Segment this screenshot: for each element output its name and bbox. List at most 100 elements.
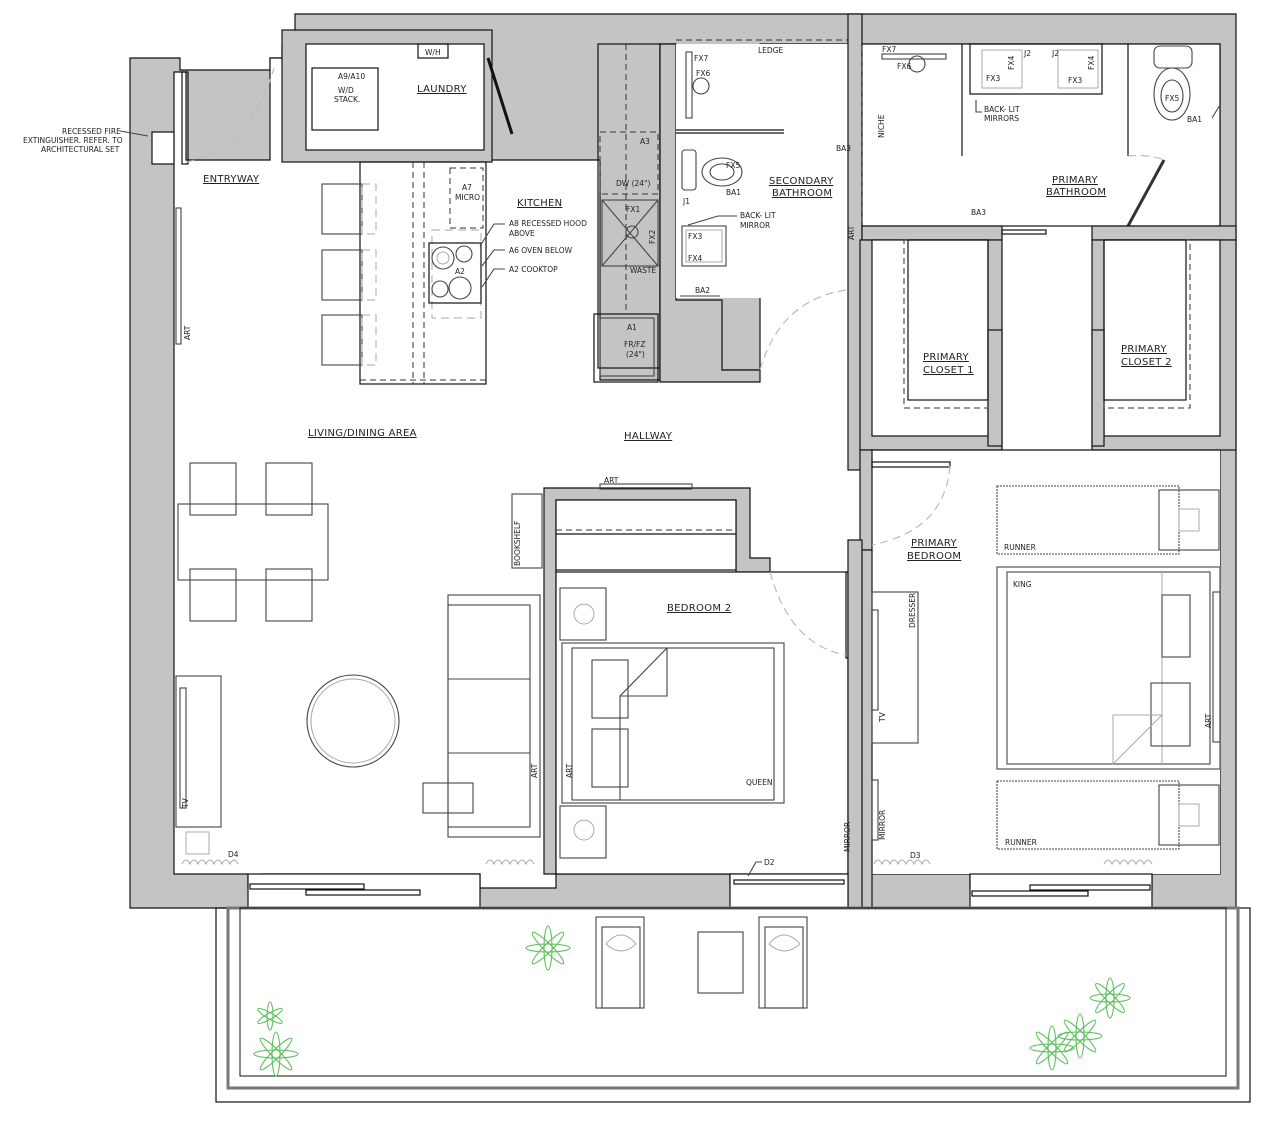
note-pb-fx6: FX6 — [897, 62, 911, 71]
note-mirror-primary: MIRROR — [878, 810, 887, 840]
room-label-primary-closet-1-b: CLOSET 1 — [923, 365, 974, 376]
note-pb-fx4-b: FX4 — [1087, 56, 1096, 70]
note-a2-cooktop: A2 COOKTOP — [509, 265, 558, 274]
note-pb-ba3: BA3 — [971, 208, 986, 217]
note-a2: A2 — [455, 267, 465, 276]
note-j1: J1 — [682, 197, 690, 206]
note-pb-fx5: FX5 — [1165, 94, 1179, 103]
room-label-entryway: ENTRYWAY — [203, 174, 260, 185]
note-tv-living: TV — [181, 797, 190, 809]
room-label-primary-closet-2: PRIMARY — [1121, 344, 1168, 355]
note-pb-ba1: BA1 — [1187, 115, 1202, 124]
note-d4: D4 — [228, 850, 239, 859]
note-d3: D3 — [910, 851, 921, 860]
note-ba2: BA2 — [695, 286, 710, 295]
note-wh: W/H — [425, 48, 441, 57]
room-label-primary-bedroom-2: BEDROOM — [907, 551, 961, 562]
note-art-hall: ART — [847, 225, 856, 240]
room-label-living-dining: LIVING/DINING AREA — [308, 428, 417, 439]
sliding-doors — [247, 873, 1153, 909]
note-a7: A7 — [462, 183, 472, 192]
annotation-labels: RECESSED FIRE EXTINGUISHER. REFER. TO AR… — [23, 45, 1213, 867]
note-fx2: FX2 — [648, 230, 657, 244]
balcony — [215, 906, 1251, 1103]
note-art-living: ART — [530, 763, 539, 778]
note-wd: W/D — [338, 86, 354, 95]
note-ledge: LEDGE — [758, 46, 784, 55]
note-a6: A6 OVEN BELOW — [509, 246, 573, 255]
callout-lines — [119, 100, 1221, 877]
note-micro: MICRO — [455, 193, 480, 202]
note-d2: D2 — [764, 858, 775, 867]
room-label-kitchen: KITCHEN — [517, 198, 562, 209]
room-label-primary-closet-1: PRIMARY — [923, 352, 970, 363]
note-fx1: FX1 — [626, 205, 640, 214]
note-a8: A8 RECESSED HOOD — [509, 219, 587, 228]
note-runner-bottom: RUNNER — [1005, 838, 1037, 847]
secondary-bathroom — [676, 39, 860, 371]
note-backlit-mirrors: BACK- LIT — [984, 105, 1020, 114]
note-fx7: FX7 — [694, 54, 708, 63]
note-wd-tag: A9/A10 — [338, 72, 365, 81]
note-j2-a: J2 — [1023, 49, 1031, 58]
note-art-bedroom2-top: ART — [604, 476, 619, 485]
note-fire-ext-3: ARCHITECTURAL SET — [41, 145, 120, 154]
note-dresser: DRESSER — [908, 593, 917, 628]
note-art-primary: ART — [1204, 713, 1213, 728]
note-j2-b: J2 — [1051, 49, 1059, 58]
note-wd-stack: STACK. — [334, 95, 360, 104]
room-label-primary-bathroom: PRIMARY — [1052, 175, 1099, 186]
note-dw: DW (24") — [616, 179, 650, 188]
note-a8-above: ABOVE — [509, 229, 535, 238]
bedroom-2 — [543, 483, 863, 909]
bar-stools — [321, 183, 377, 366]
note-pb-fx3-b: FX3 — [1068, 76, 1082, 85]
room-label-secondary-bathroom: SECONDARY — [769, 176, 834, 187]
note-backlit: BACK- LIT — [740, 211, 776, 220]
note-fx4: FX4 — [688, 254, 702, 263]
note-mirror-bedroom2: MIRROR — [843, 822, 852, 852]
entry-door — [151, 67, 275, 165]
note-fx3: FX3 — [688, 232, 702, 241]
note-tv-primary: TV — [878, 711, 887, 723]
note-runner-top: RUNNER — [1004, 543, 1036, 552]
room-label-hallway: HALLWAY — [624, 431, 673, 442]
note-backlit-mirrors-2: MIRRORS — [984, 114, 1019, 123]
note-pb-fx3-a: FX3 — [986, 74, 1000, 83]
note-bookshelf: BOOKSHELF — [513, 521, 522, 566]
laundry-room — [281, 29, 514, 163]
plants — [253, 925, 1131, 1077]
kitchen — [321, 43, 661, 385]
note-queen: QUEEN — [746, 778, 772, 787]
room-label-laundry: LAUNDRY — [417, 84, 467, 95]
note-a3: A3 — [640, 137, 650, 146]
note-fx6: FX6 — [696, 69, 710, 78]
room-label-primary-bathroom-2: BATHROOM — [1046, 187, 1106, 198]
note-fire-ext-1: RECESSED FIRE — [62, 127, 121, 136]
note-a1: A1 — [627, 323, 637, 332]
curtains — [181, 859, 1153, 866]
note-fx5: FX5 — [726, 161, 740, 170]
primary-bedroom-furniture — [871, 485, 1221, 850]
note-ba1: BA1 — [726, 188, 741, 197]
primary-closets — [859, 239, 1237, 451]
note-backlit-mirror: MIRROR — [740, 221, 770, 230]
note-king: KING — [1013, 580, 1032, 589]
room-label-bedroom-2: BEDROOM 2 — [667, 603, 731, 614]
note-pb-fx4-a: FX4 — [1007, 56, 1016, 70]
note-waste: WASTE — [630, 266, 656, 275]
room-labels: ENTRYWAY LAUNDRY KITCHEN SECONDARY BATHR… — [203, 84, 1172, 614]
note-ba3-sec: BA3 — [836, 144, 851, 153]
room-label-secondary-bathroom-2: BATHROOM — [772, 188, 832, 199]
note-fire-ext-2: EXTINGUISHER. REFER. TO — [23, 136, 123, 145]
room-label-primary-bedroom: PRIMARY — [911, 538, 958, 549]
note-frfz-size: (24") — [626, 350, 645, 359]
note-pb-fx7: FX7 — [882, 45, 896, 54]
note-art-bedroom2: ART — [565, 763, 574, 778]
note-niche: NICHE — [877, 114, 886, 138]
note-frfz: FR/FZ — [624, 340, 646, 349]
note-art-entry: ART — [183, 325, 192, 340]
primary-bathroom — [861, 43, 1237, 241]
room-label-primary-closet-2-b: CLOSET 2 — [1121, 357, 1172, 368]
